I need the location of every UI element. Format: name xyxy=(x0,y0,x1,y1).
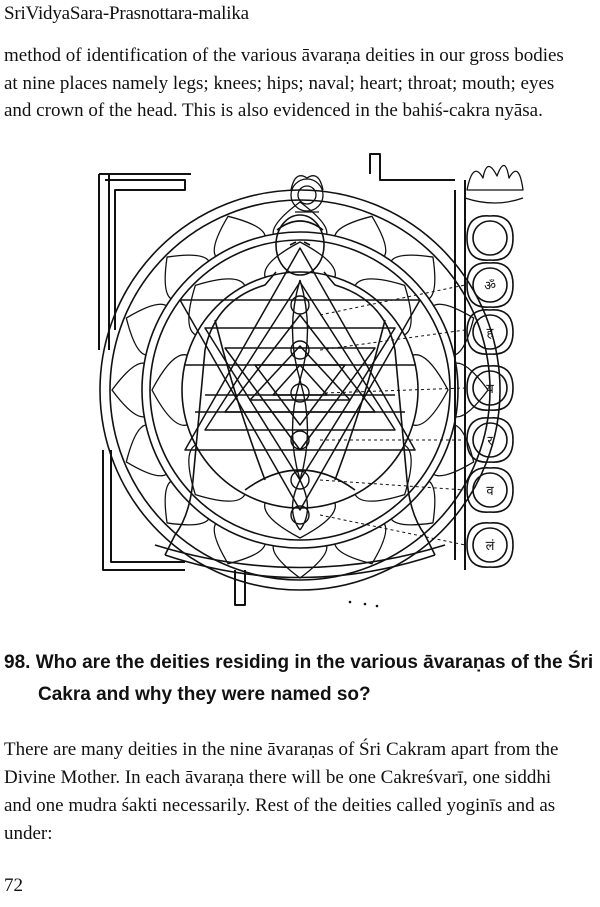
lotus-petal xyxy=(125,424,167,477)
sri-yantra-figure: ॐ ह य र व लं xyxy=(98,153,524,608)
question-line-2: Cakra and why they were named so? xyxy=(38,684,371,705)
chakra-seed-glyph: ॐ xyxy=(484,279,496,294)
side-chakra-petals xyxy=(466,215,514,261)
chakra-seed-glyph: य xyxy=(486,382,494,397)
side-chakra-petals xyxy=(466,467,514,513)
intro-line-2: at nine places namely legs; knees; hips;… xyxy=(4,72,555,94)
lotus-petal xyxy=(455,362,489,418)
side-chakra-circle xyxy=(472,472,508,508)
lotus-petal xyxy=(390,254,436,300)
chakra-seed-glyph: व xyxy=(486,484,494,499)
sushumna-channel xyxy=(290,279,310,531)
inner-lotus-petals xyxy=(151,241,449,539)
lotus-petal xyxy=(334,215,387,257)
side-chakra-circle xyxy=(472,267,508,303)
lotus-petal xyxy=(334,523,387,565)
answer-line-2: Divine Mother. In each āvaraṇa there wil… xyxy=(4,767,552,788)
side-chakra-petals xyxy=(466,262,514,308)
lotus-petal xyxy=(354,444,412,502)
answer-line-1: There are many deities in the nine āvara… xyxy=(4,739,559,760)
answer-line-3: and one mudra śakti necessarily. Rest of… xyxy=(4,795,556,816)
question-line-1: 98. Who are the deities residing in the … xyxy=(4,652,594,673)
side-chakra-circle xyxy=(472,220,508,256)
lotus-petal xyxy=(412,354,449,426)
chakra-seed-glyph: लं xyxy=(486,539,495,554)
intro-paragraph: method of identification of the various … xyxy=(4,42,600,125)
answer-line-4: under: xyxy=(4,823,53,844)
lotus-petal xyxy=(111,362,145,418)
question-heading: 98. Who are the deities residing in the … xyxy=(4,647,600,711)
side-chakra-petals xyxy=(466,365,514,411)
lotus-petal xyxy=(151,354,188,426)
lotus-petal xyxy=(164,480,210,526)
sri-yantra-illustration: ॐ ह य र व लं xyxy=(95,150,525,610)
intro-line-3: and crown of the head. This is also evid… xyxy=(4,100,543,121)
lotus-petal xyxy=(164,254,210,300)
chakra-seed-glyph: ह xyxy=(487,326,495,341)
lotus-petal xyxy=(354,278,412,336)
page-number: 72 xyxy=(4,875,23,896)
lotus-petal xyxy=(272,201,328,235)
side-chakra-petals xyxy=(466,309,514,355)
side-chakra-circle xyxy=(472,370,508,406)
lotus-petal xyxy=(188,278,246,336)
lotus-petal xyxy=(433,424,475,477)
side-chakra-petals xyxy=(466,417,514,463)
lotus-petal xyxy=(125,303,167,356)
side-chakra-petals xyxy=(466,522,514,568)
lotus-petal xyxy=(264,241,336,278)
side-chakra-column: ॐ ह य र व लं xyxy=(466,215,514,568)
side-chakra-circle xyxy=(472,314,508,350)
running-head: SriVidyaSara-Prasnottara-malika xyxy=(4,3,249,24)
lotus-petal xyxy=(264,502,336,539)
leader-lines xyxy=(319,284,466,546)
stray-marks xyxy=(348,600,379,608)
crown-lotus xyxy=(290,175,324,213)
bhupura-frame xyxy=(98,153,466,606)
outer-lotus-petals xyxy=(111,201,489,579)
lotus-petal xyxy=(390,480,436,526)
meditating-figure xyxy=(154,214,446,579)
answer-paragraph: There are many deities in the nine āvara… xyxy=(4,736,600,848)
lotus-petal xyxy=(213,215,266,257)
chakra-seed-glyph: र xyxy=(487,434,493,449)
lotus-petal xyxy=(213,523,266,565)
intro-line-1: method of identification of the various … xyxy=(4,45,564,66)
side-chakra-circle xyxy=(472,527,508,563)
side-chakra-circle xyxy=(472,422,508,458)
sahasrara-lotus xyxy=(464,164,524,204)
lotus-petal xyxy=(433,303,475,356)
lotus-petal xyxy=(188,444,246,502)
lotus-petal xyxy=(272,545,328,579)
